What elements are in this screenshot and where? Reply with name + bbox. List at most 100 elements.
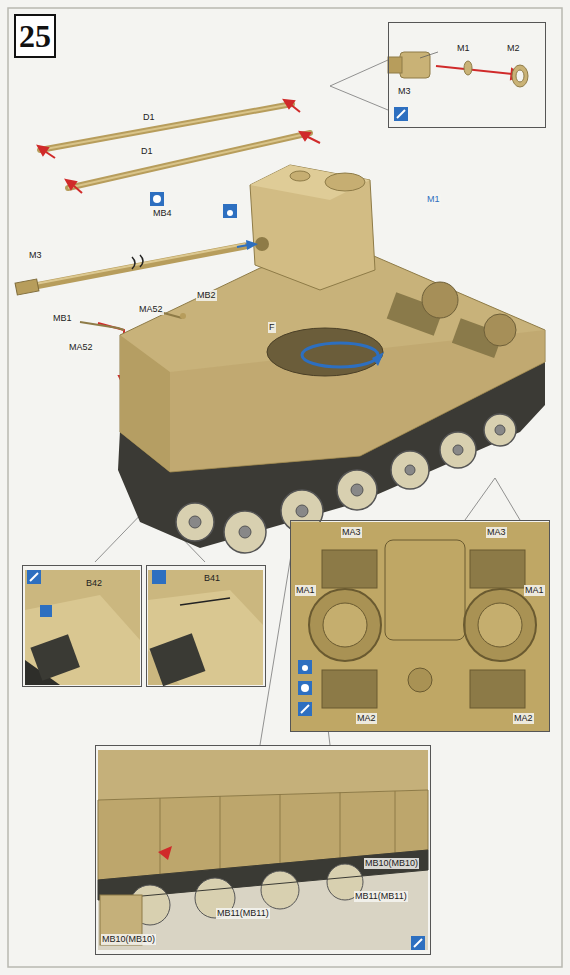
instruction-icon	[227, 210, 233, 216]
tank-turret	[290, 171, 310, 181]
inset-picture	[98, 750, 428, 950]
part-label: MB2	[196, 290, 217, 301]
inset-picture	[395, 791, 396, 853]
instruction-icon	[30, 573, 38, 581]
inset-picture	[470, 550, 525, 588]
step-number-box: 25	[14, 14, 56, 58]
part-label: M2	[506, 43, 521, 54]
tank-hull	[372, 352, 384, 366]
part-label: MB10(MB10)	[101, 934, 156, 945]
tank-hull	[189, 425, 505, 538]
part-label: M1	[426, 194, 441, 205]
part-label: M3	[28, 250, 43, 261]
gun-barrel	[30, 246, 245, 287]
inset-leader-line	[420, 52, 438, 58]
instruction-icon	[298, 702, 312, 716]
inset-picture	[322, 670, 377, 708]
part-label: MB1	[52, 313, 73, 324]
part-label: MA3	[341, 527, 362, 538]
tank-turret	[250, 165, 375, 290]
tank-turret	[325, 173, 365, 191]
assembly-arrow	[284, 100, 294, 108]
inset-picture	[470, 670, 525, 708]
small-part	[80, 312, 186, 330]
tank-hull	[224, 511, 266, 553]
tank-turret	[250, 165, 375, 290]
inset-picture	[340, 792, 341, 858]
assembly-arrow	[300, 132, 310, 140]
inset-leader-line	[495, 478, 520, 520]
part-label: MB11(MB11)	[354, 891, 408, 902]
assembly-arrow	[66, 180, 76, 189]
instruction-icon	[152, 570, 166, 584]
part-label: MB4	[152, 208, 173, 219]
part-label: MB11(MB11)	[216, 908, 270, 919]
inset-picture	[280, 794, 281, 864]
instruction-icon	[414, 939, 422, 947]
tank-hull	[296, 505, 308, 517]
gun-barrel	[15, 279, 39, 295]
gun-barrel	[237, 245, 248, 247]
tank-hull	[391, 451, 429, 489]
small-part	[180, 313, 186, 319]
part-label: D1	[140, 146, 154, 157]
tank-hull	[302, 343, 378, 367]
instruction-icon	[411, 936, 425, 950]
part-label: B42	[85, 578, 103, 589]
instruction-icon	[397, 110, 405, 118]
part-label: M1	[456, 43, 471, 54]
tank-turret	[250, 165, 370, 200]
detail-inset: MA3MA3MA1MA1MA2MA2	[290, 520, 550, 732]
inset-picture	[464, 589, 536, 661]
tank-hull	[118, 250, 545, 553]
tank-hull	[176, 503, 214, 541]
tank-hull	[337, 470, 377, 510]
tank-hull	[239, 526, 251, 538]
instruction-icon	[27, 107, 425, 950]
part-label: MA52	[68, 342, 94, 353]
inset-picture	[290, 522, 550, 732]
instruction-icon	[153, 195, 161, 203]
inset-picture	[512, 65, 528, 87]
inset-picture	[220, 796, 221, 869]
assembly-arrow	[74, 186, 82, 193]
inset-picture	[516, 70, 524, 82]
gun-barrel	[246, 240, 258, 250]
inset-picture	[478, 603, 522, 647]
gun-barrel	[132, 255, 143, 269]
part-label: B41	[203, 573, 221, 584]
inset-leader-line	[330, 86, 388, 110]
part-label: M3	[397, 86, 412, 97]
inset-picture	[149, 633, 205, 686]
inset-picture	[464, 61, 472, 75]
instruction-icon	[223, 204, 237, 218]
instruction-icon	[27, 570, 41, 584]
detail-inset: B42	[22, 565, 142, 687]
tank-hull	[484, 314, 516, 346]
instruction-icon	[301, 705, 309, 713]
assembly-arrow	[436, 66, 512, 74]
part-label: D1	[142, 112, 156, 123]
tank-hull	[189, 516, 201, 528]
tank-hull	[453, 445, 463, 455]
detail-inset: MB10(MB10) MB11(MB11) MB11(MB11) MB10(MB10)	[95, 745, 431, 955]
part-label: MA3	[486, 527, 507, 538]
assembly-arrow	[38, 146, 48, 155]
inset-leader-line	[465, 478, 495, 520]
page-frame	[8, 8, 562, 967]
inset-picture	[322, 550, 377, 588]
page-frame	[8, 8, 562, 967]
part-label: F	[268, 322, 276, 333]
tank-hull	[351, 484, 363, 496]
part-label: MB10(MB10)	[364, 858, 419, 869]
gun-barrel	[15, 240, 258, 295]
inset-picture	[388, 57, 402, 73]
tank-hull	[422, 282, 458, 318]
instruction-icon	[150, 192, 164, 206]
inset-picture	[323, 603, 367, 647]
tank-hull	[267, 328, 383, 376]
small-part	[80, 322, 124, 330]
tank-hull	[120, 335, 170, 472]
inset-picture	[25, 570, 140, 685]
